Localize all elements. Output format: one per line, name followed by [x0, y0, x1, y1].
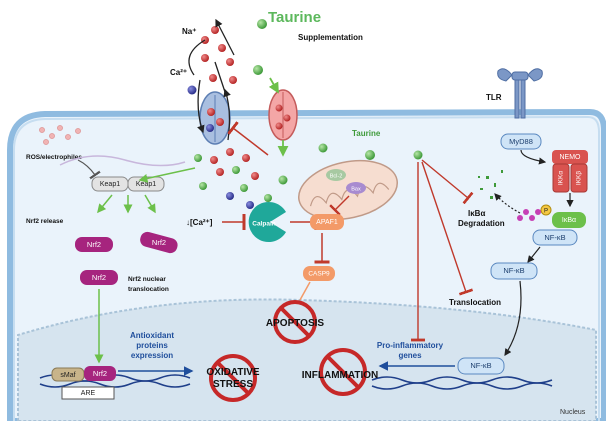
casp9-pill: CASP9: [303, 266, 335, 281]
ros-particles: [39, 125, 81, 145]
no-oxidative-stress-sign: [209, 354, 257, 402]
nrf2-pill-b: Nrf2: [140, 231, 178, 254]
calpain-shape: Calpain: [248, 202, 286, 242]
keap1-dimer: Keap1 Keap1: [91, 176, 165, 192]
oxidative-1: OXIDATIVE: [206, 367, 259, 378]
mitochondrion: Bcl-2 Bax: [297, 159, 399, 221]
nrf2-c-label: Nrf2: [92, 273, 106, 282]
nrf2-a-label: Nrf2: [87, 240, 101, 249]
nrf2-translocation-1: Nrf2 nuclear: [128, 276, 166, 283]
proinflam-1: Pro-inflammatory: [377, 341, 444, 350]
antioxidant-1: Antioxidant: [130, 331, 174, 340]
bax-label: Bax: [351, 186, 361, 192]
proinflam-2: genes: [398, 351, 422, 360]
ros-label: ROS/electrophiles: [26, 154, 82, 161]
nrf2-release-label: Nrf2 release: [26, 218, 64, 225]
nrf2-translocation-2: translocation: [128, 286, 169, 293]
myd88-pill: MyD88: [500, 133, 542, 150]
no-inflammation-sign: [319, 348, 367, 396]
nrf2-pill-a: Nrf2: [75, 237, 113, 252]
nfkb-3-label: NF-κB: [470, 361, 491, 370]
dna-right: [371, 376, 553, 390]
nemo-label: NEMO: [560, 154, 582, 161]
keap1-b: Keap1: [136, 181, 156, 188]
intracellular-ions: [194, 143, 423, 209]
tlr-receptor: [497, 68, 543, 119]
taurine-intracellular-label: Taurine: [352, 129, 381, 138]
na-label: Na⁺: [182, 27, 196, 36]
ikba-degradation-2: Degradation: [458, 219, 505, 228]
keap1-a: Keap1: [100, 181, 120, 188]
antioxidant-2: proteins: [136, 341, 168, 350]
taurine-transporter: [268, 89, 298, 141]
calpain-label: Calpain: [252, 221, 276, 228]
are-complex: sMaf Nrf2 ARE: [51, 366, 116, 400]
nrf2-b-label: Nrf2: [152, 238, 166, 247]
apoptosis-label: APOPTOSIS: [266, 318, 324, 329]
myd88-label: MyD88: [509, 137, 533, 146]
ikba-nfkb-complex: NF-κB IκBα P: [517, 204, 586, 246]
oxidative-2: STRESS: [213, 379, 253, 390]
nfkb-pill-cytoplasm: NF-κB: [490, 262, 538, 280]
nucleus-label: Nucleus: [560, 409, 586, 416]
antioxidant-3: expression: [131, 351, 173, 360]
supplementation-label: Supplementation: [298, 33, 363, 42]
nfkb-1-label: NF-κB: [544, 233, 565, 242]
no-apoptosis-sign: [273, 300, 317, 344]
translocation-label: Translocation: [449, 298, 501, 307]
apaf1-label: APAF1: [316, 219, 338, 226]
ca-decrease-label: ↓[Ca²⁺]: [186, 218, 213, 227]
nrf2-dna-label: Nrf2: [93, 369, 107, 378]
nrf2-pill-c: Nrf2: [80, 270, 118, 285]
ikk-complex: NEMO IKKα IKKβ: [552, 150, 588, 193]
bcl2-label: Bcl-2: [330, 173, 343, 179]
ikka-label: IKKα: [558, 171, 565, 185]
ca-label: Ca²⁺: [170, 68, 187, 77]
taurine-title: Taurine: [268, 9, 321, 26]
ion-exchanger: [199, 91, 231, 145]
nfkb-pill-nucleus: NF-κB: [457, 357, 505, 375]
are-label: ARE: [81, 390, 96, 397]
tlr-label: TLR: [486, 93, 502, 102]
ikba-label: IκBα: [562, 217, 576, 224]
extracellular-ions: [187, 19, 267, 95]
degradation-fragments: [478, 170, 503, 199]
ikkb-label: IKKβ: [576, 171, 583, 185]
phospho-badge: P: [544, 209, 548, 215]
ikba-degradation-1: IκBα: [468, 209, 485, 218]
smaf-label: sMaf: [60, 372, 75, 379]
inflammation-label: INFLAMMATION: [302, 370, 378, 381]
apaf1-pill: APAF1: [310, 214, 344, 230]
nfkb-2-label: NF-κB: [503, 266, 524, 275]
casp9-label: CASP9: [308, 271, 330, 278]
